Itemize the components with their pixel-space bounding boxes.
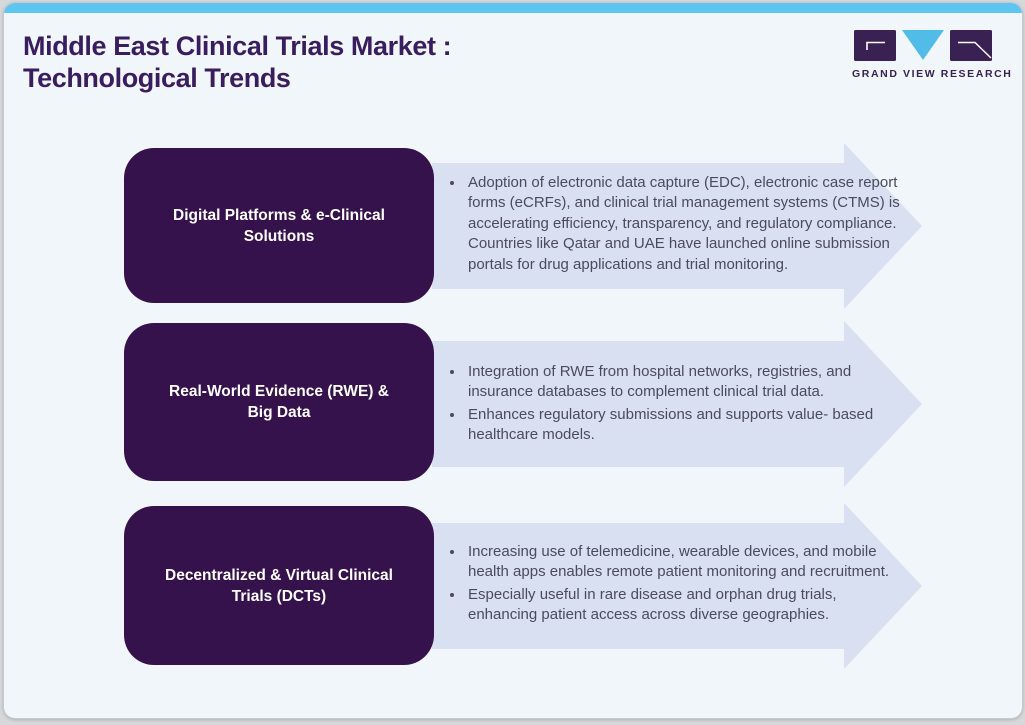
trend-box-label: Digital Platforms & e-Clinical Solutions [173,206,385,245]
gvr-logo-icon [854,30,992,61]
brand-logo: GRAND VIEW RESEARCH [852,29,1013,80]
trend-box-label: Real-World Evidence (RWE) & Big Data [169,383,389,421]
trend-box-digital-platforms: Digital Platforms & e-Clinical Solutions [124,148,434,303]
bullet-item: Especially useful in rare disease and or… [465,585,900,626]
bullet-list: Increasing use of telemedicine, wearable… [448,542,900,628]
trend-box-dcts: Decentralized & Virtual Clinical Trials … [124,506,434,665]
arrow-shape-row1 [432,143,922,309]
trend-box-label: Decentralized & Virtual Clinical Trials … [165,566,393,605]
page-title: Middle East Clinical Trials Market : Tec… [23,30,452,94]
page-title-line1: Middle East Clinical Trials Market : [23,31,452,61]
bullet-item: Enhances regulatory submissions and supp… [465,405,900,446]
brand-wordmark: GRAND VIEW RESEARCH [852,68,1013,80]
bullet-item: Adoption of electronic data capture (EDC… [465,173,900,276]
trend-detail-row3: Increasing use of telemedicine, wearable… [448,523,900,646]
rows-stage: Digital Platforms & e-Clinical Solutions… [4,3,1022,718]
arrow-shape-row2 [432,321,922,487]
page-title-line2: Technological Trends [23,63,291,93]
trend-box-rwe-big-data: Real-World Evidence (RWE) & Big Data [124,323,434,481]
bullet-item: Integration of RWE from hospital network… [465,362,900,403]
slide-card: Middle East Clinical Trials Market : Tec… [3,2,1023,719]
bullet-item: Increasing use of telemedicine, wearable… [465,542,900,583]
top-accent-bar [4,3,1022,13]
trend-detail-row2: Integration of RWE from hospital network… [448,343,900,466]
bullet-list: Adoption of electronic data capture (EDC… [448,173,900,278]
arrow-shape-row3 [432,503,922,669]
trend-detail-row1: Adoption of electronic data capture (EDC… [448,163,900,287]
bullet-list: Integration of RWE from hospital network… [448,362,900,448]
